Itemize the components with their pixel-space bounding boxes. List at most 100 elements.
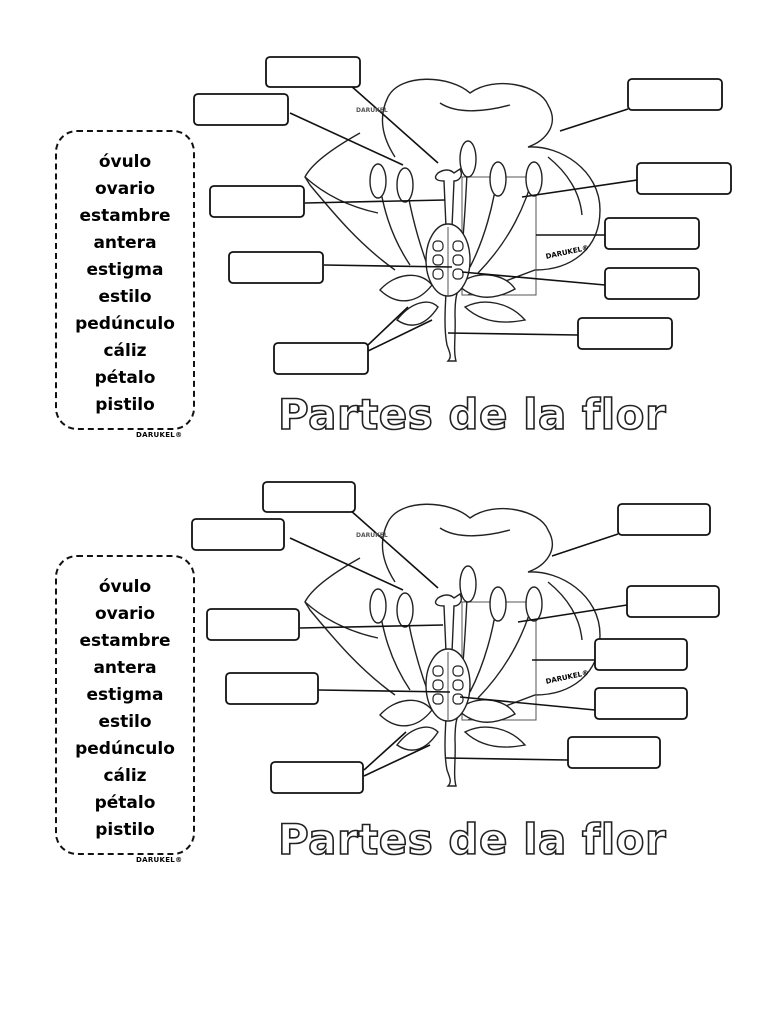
answer-boxes xyxy=(193,56,732,375)
anther xyxy=(459,565,477,603)
anther xyxy=(369,163,387,199)
ovule xyxy=(432,268,444,280)
anther xyxy=(525,586,543,622)
arrows xyxy=(289,84,638,352)
sepal-leaf xyxy=(379,274,433,302)
page-title: Partes de la flor xyxy=(277,389,667,440)
arrow-line xyxy=(521,179,638,198)
word-list: óvulo ovario estambre antera estigma est… xyxy=(57,574,193,844)
word-item: estigma xyxy=(86,260,164,280)
ovule xyxy=(452,665,464,677)
sepal-outline xyxy=(304,557,396,696)
sepal-leaf xyxy=(456,699,516,723)
arrow-line xyxy=(349,84,439,164)
petal-fold-line xyxy=(439,527,511,537)
sepal-leaf xyxy=(395,726,439,751)
word-item: ovario xyxy=(94,179,156,199)
word-item: antera xyxy=(93,233,157,253)
ovule xyxy=(432,693,444,705)
anther xyxy=(525,161,543,197)
answer-box[interactable] xyxy=(626,585,720,618)
answer-box[interactable] xyxy=(191,518,285,551)
arrow-line xyxy=(445,757,569,761)
sepal-leaf xyxy=(463,726,527,748)
peduncle xyxy=(444,715,460,787)
answer-box[interactable] xyxy=(265,56,361,88)
arrow-line xyxy=(289,537,404,591)
word-item: cáliz xyxy=(103,766,147,786)
pistil-style xyxy=(434,592,463,653)
word-item: pedúnculo xyxy=(75,739,175,759)
answer-boxes xyxy=(191,481,720,794)
word-item: pistilo xyxy=(95,820,155,840)
answer-box[interactable] xyxy=(627,78,723,111)
ovule xyxy=(452,679,464,691)
answer-box[interactable] xyxy=(617,503,711,536)
sepal-fold-line xyxy=(304,601,379,639)
answer-box[interactable] xyxy=(262,481,356,513)
ovule xyxy=(452,693,464,705)
darukel-logo: DARUKEL xyxy=(356,107,388,114)
anther xyxy=(459,140,477,178)
word-bank: óvulo ovario estambre antera estigma est… xyxy=(55,130,195,430)
word-item: pistilo xyxy=(95,395,155,415)
answer-box[interactable] xyxy=(209,185,305,218)
word-item: estambre xyxy=(79,631,171,651)
anther xyxy=(489,161,507,197)
ovule xyxy=(432,240,444,252)
arrow-line xyxy=(367,319,433,352)
darukel-logo: DARUKEL xyxy=(356,532,388,539)
answer-box[interactable] xyxy=(604,217,700,250)
anther xyxy=(396,167,414,203)
answer-box[interactable] xyxy=(567,736,661,769)
arrow-line xyxy=(349,509,439,589)
ovule xyxy=(452,268,464,280)
petal-fold-line xyxy=(381,521,396,583)
sepal-outline xyxy=(304,132,396,271)
answer-box[interactable] xyxy=(594,687,688,720)
arrow-line xyxy=(459,696,596,711)
answer-box[interactable] xyxy=(193,93,289,126)
answer-box[interactable] xyxy=(636,162,732,195)
arrow-line xyxy=(367,306,409,346)
word-item: antera xyxy=(93,658,157,678)
answer-box[interactable] xyxy=(604,267,700,300)
answer-box[interactable] xyxy=(273,342,369,375)
answer-box[interactable] xyxy=(577,317,673,350)
arrow-line xyxy=(461,271,606,286)
brand-mark: DARUKEL® xyxy=(136,431,183,439)
answer-box[interactable] xyxy=(225,672,319,705)
sepal-leaf xyxy=(463,301,527,323)
ovule xyxy=(432,665,444,677)
word-item: estilo xyxy=(98,287,152,307)
worksheet-2: óvulo ovario estambre antera estigma est… xyxy=(0,470,768,910)
word-item: cáliz xyxy=(103,341,147,361)
word-item: estilo xyxy=(98,712,152,732)
arrow-line xyxy=(289,112,404,166)
flower-diagram xyxy=(191,481,720,794)
flower-illustration xyxy=(304,503,601,787)
petal-fold-line xyxy=(381,96,396,158)
arrow-line xyxy=(304,199,446,204)
arrow-line xyxy=(551,533,619,557)
answer-box[interactable] xyxy=(206,608,300,641)
ovule xyxy=(452,254,464,266)
worksheet-1: óvulo ovario estambre antera estigma est… xyxy=(0,45,768,485)
word-item: óvulo xyxy=(98,577,152,597)
answer-box[interactable] xyxy=(594,638,688,671)
sepal-fold-line xyxy=(304,176,379,214)
answer-box[interactable] xyxy=(270,761,364,794)
word-item: pedúnculo xyxy=(75,314,175,334)
word-item: óvulo xyxy=(98,152,152,172)
arrow-line xyxy=(363,744,431,777)
arrow-line xyxy=(559,108,629,132)
word-item: pétalo xyxy=(94,793,156,813)
answer-box[interactable] xyxy=(228,251,324,284)
arrow-line xyxy=(447,332,579,336)
sepal-leaf xyxy=(456,274,516,298)
flower-illustration xyxy=(304,78,601,362)
page-title: Partes de la flor xyxy=(277,814,667,865)
petal-fold-line xyxy=(547,156,583,216)
petal-fold-line xyxy=(439,102,511,112)
anther xyxy=(369,588,387,624)
